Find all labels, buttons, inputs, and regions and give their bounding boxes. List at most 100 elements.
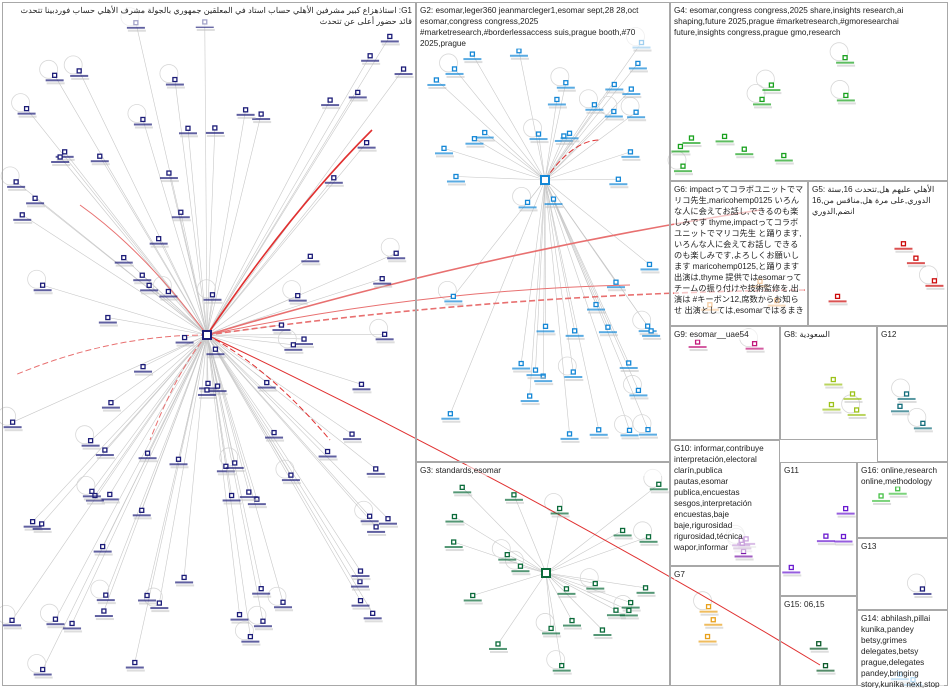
graph-node[interactable] — [622, 86, 642, 99]
graph-node[interactable] — [816, 663, 836, 675]
graph-node[interactable] — [125, 659, 145, 672]
graph-node[interactable] — [350, 578, 370, 591]
graph-node[interactable] — [465, 136, 485, 148]
graph-node[interactable] — [897, 391, 917, 403]
graph-node[interactable] — [46, 616, 66, 629]
graph-node[interactable] — [587, 301, 607, 314]
graph-node[interactable] — [745, 341, 765, 353]
graph-node[interactable] — [547, 96, 567, 109]
graph-node[interactable] — [343, 431, 363, 444]
graph-node[interactable] — [301, 253, 321, 266]
graph-node[interactable] — [598, 324, 618, 337]
graph-node[interactable] — [45, 72, 65, 85]
graph-node[interactable] — [518, 199, 538, 212]
hub-node[interactable] — [540, 175, 550, 185]
graph-node[interactable] — [100, 491, 120, 504]
graph-node[interactable] — [114, 254, 134, 267]
graph-node[interactable] — [589, 427, 609, 439]
graph-node[interactable] — [627, 109, 647, 122]
graph-node[interactable] — [253, 618, 273, 631]
graph-node[interactable] — [367, 524, 387, 536]
graph-node[interactable] — [357, 140, 377, 152]
graph-node[interactable] — [441, 411, 461, 423]
graph-node[interactable] — [463, 592, 483, 605]
graph-node[interactable] — [351, 598, 371, 610]
graph-node[interactable] — [33, 666, 53, 679]
graph-node[interactable] — [782, 564, 802, 577]
graph-node[interactable] — [542, 625, 562, 638]
graph-node[interactable] — [906, 255, 926, 268]
graph-node[interactable] — [872, 493, 892, 505]
graph-node[interactable] — [252, 586, 272, 598]
graph-node[interactable] — [95, 447, 115, 460]
graph-node[interactable] — [373, 276, 393, 288]
graph-node[interactable] — [94, 608, 114, 621]
graph-node[interactable] — [509, 48, 529, 60]
graph-node[interactable] — [284, 342, 304, 354]
graph-node[interactable] — [504, 492, 524, 504]
graph-node[interactable] — [511, 563, 531, 576]
graph-node[interactable] — [836, 505, 856, 518]
graph-node[interactable] — [149, 236, 169, 248]
graph-node[interactable] — [352, 381, 372, 394]
graph-node[interactable] — [445, 513, 465, 526]
hub-node[interactable] — [541, 568, 551, 578]
graph-node[interactable] — [197, 387, 217, 399]
graph-node[interactable] — [257, 379, 277, 392]
graph-node[interactable] — [619, 360, 639, 372]
graph-node[interactable] — [159, 170, 179, 183]
graph-node[interactable] — [520, 393, 540, 406]
graph-node[interactable] — [3, 617, 23, 630]
graph-node[interactable] — [628, 60, 648, 73]
graph-node[interactable] — [560, 130, 580, 143]
graph-node[interactable] — [638, 323, 658, 336]
graph-node[interactable] — [216, 463, 236, 476]
graph-node[interactable] — [649, 481, 669, 494]
graph-node[interactable] — [609, 176, 629, 189]
graph-node[interactable] — [288, 292, 308, 305]
graph-node[interactable] — [222, 492, 242, 505]
graph-node[interactable] — [445, 66, 465, 78]
graph-node[interactable] — [444, 293, 464, 306]
graph-node[interactable] — [636, 585, 656, 597]
graph-node[interactable] — [638, 426, 658, 439]
graph-node[interactable] — [753, 96, 773, 109]
graph-node[interactable] — [175, 334, 195, 347]
graph-node[interactable] — [203, 292, 223, 304]
graph-node[interactable] — [101, 399, 121, 412]
graph-node[interactable] — [93, 543, 113, 556]
graph-node[interactable] — [621, 149, 641, 161]
graph-node[interactable] — [98, 314, 118, 327]
graph-node[interactable] — [621, 599, 641, 612]
graph-node[interactable] — [489, 641, 509, 653]
graph-node[interactable] — [444, 539, 464, 552]
graph-node[interactable] — [13, 212, 33, 224]
graph-node[interactable] — [324, 175, 344, 187]
graph-node[interactable] — [26, 195, 46, 208]
graph-node[interactable] — [620, 427, 640, 440]
graph-node[interactable] — [639, 534, 659, 546]
graph-node[interactable] — [642, 328, 662, 340]
graph-node[interactable] — [816, 533, 836, 546]
graph-node[interactable] — [70, 68, 90, 80]
graph-node[interactable] — [171, 209, 191, 222]
graph-node[interactable] — [427, 77, 447, 89]
graph-node[interactable] — [699, 604, 719, 616]
graph-node[interactable] — [387, 250, 407, 263]
graph-node[interactable] — [585, 102, 605, 114]
graph-node[interactable] — [613, 527, 633, 540]
graph-node[interactable] — [809, 641, 829, 653]
graph-node[interactable] — [133, 272, 153, 285]
graph-node[interactable] — [446, 173, 466, 186]
graph-node[interactable] — [435, 145, 455, 158]
graph-node[interactable] — [165, 76, 185, 89]
graph-node[interactable] — [150, 600, 170, 613]
graph-node[interactable] — [822, 401, 842, 414]
graph-node[interactable] — [529, 131, 549, 144]
graph-node[interactable] — [453, 484, 473, 497]
graph-node[interactable] — [828, 293, 848, 306]
graph-node[interactable] — [295, 336, 315, 349]
graph-node[interactable] — [560, 431, 580, 443]
graph-node[interactable] — [175, 574, 195, 587]
graph-node[interactable] — [272, 322, 292, 335]
